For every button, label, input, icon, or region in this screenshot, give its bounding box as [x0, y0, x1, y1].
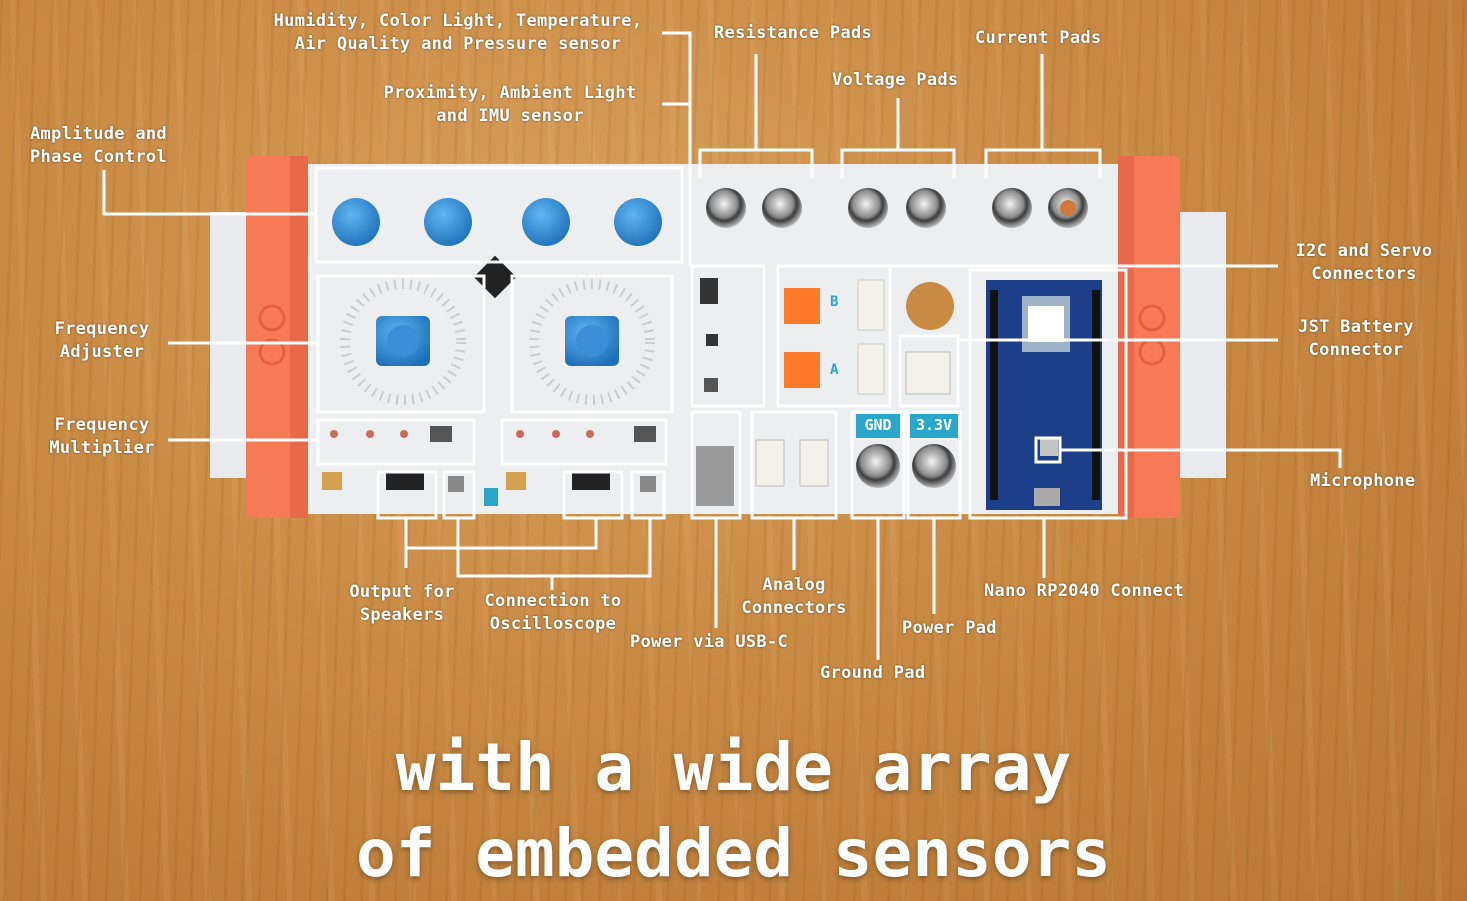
label-analog-connectors: Analog Connectors	[741, 575, 847, 618]
metal-pads-top	[706, 188, 1088, 228]
mark-b: B	[830, 294, 839, 310]
frequency-dial-left	[340, 279, 466, 405]
label-resistance-pads: Resistance Pads	[714, 23, 873, 43]
i2c-connector-b	[784, 288, 820, 324]
usb-c-connector	[696, 446, 734, 506]
v33-mark: 3.3V	[915, 416, 953, 434]
multiplier-leds	[330, 430, 594, 438]
amplitude-phase-knobs	[332, 198, 662, 246]
label-i2c-servo: I2C and Servo Connectors	[1295, 241, 1433, 284]
frequency-dial-right	[529, 279, 655, 405]
caption-line-2: of embedded sensors	[356, 815, 1111, 892]
label-jst-battery: JST Battery Connector	[1298, 317, 1414, 360]
label-current-pads: Current Pads	[975, 28, 1102, 48]
label-power-pad: Power Pad	[902, 618, 997, 638]
board-right-ear	[1176, 212, 1226, 478]
leader-lines	[102, 31, 1342, 660]
label-output-speakers: Output for Speakers	[349, 582, 455, 625]
jst-connector	[905, 351, 951, 395]
label-amplitude-phase: Amplitude and Phase Control	[30, 124, 167, 167]
label-voltage-pads: Voltage Pads	[832, 70, 959, 90]
i2c-connector-a	[784, 352, 820, 388]
label-proximity-sensor: Proximity, Ambient Light and IMU sensor	[383, 83, 637, 126]
gnd-mark: GND	[864, 416, 892, 434]
label-oscilloscope: Connection to Oscilloscope	[484, 591, 622, 634]
caption-line-1: with a wide array	[395, 729, 1072, 806]
label-frequency-multiplier: Frequency Multiplier	[49, 415, 155, 458]
label-frequency-adjuster: Frequency Adjuster	[54, 319, 150, 362]
label-microphone: Microphone	[1310, 471, 1416, 491]
label-nano-rp2040: Nano RP2040 Connect	[984, 581, 1185, 601]
label-usb-c: Power via USB-C	[630, 632, 789, 652]
label-ground-pad: Ground Pad	[820, 663, 926, 683]
mark-a: A	[830, 362, 839, 378]
label-humidity-sensor: Humidity, Color Light, Temperature, Air …	[273, 11, 643, 54]
